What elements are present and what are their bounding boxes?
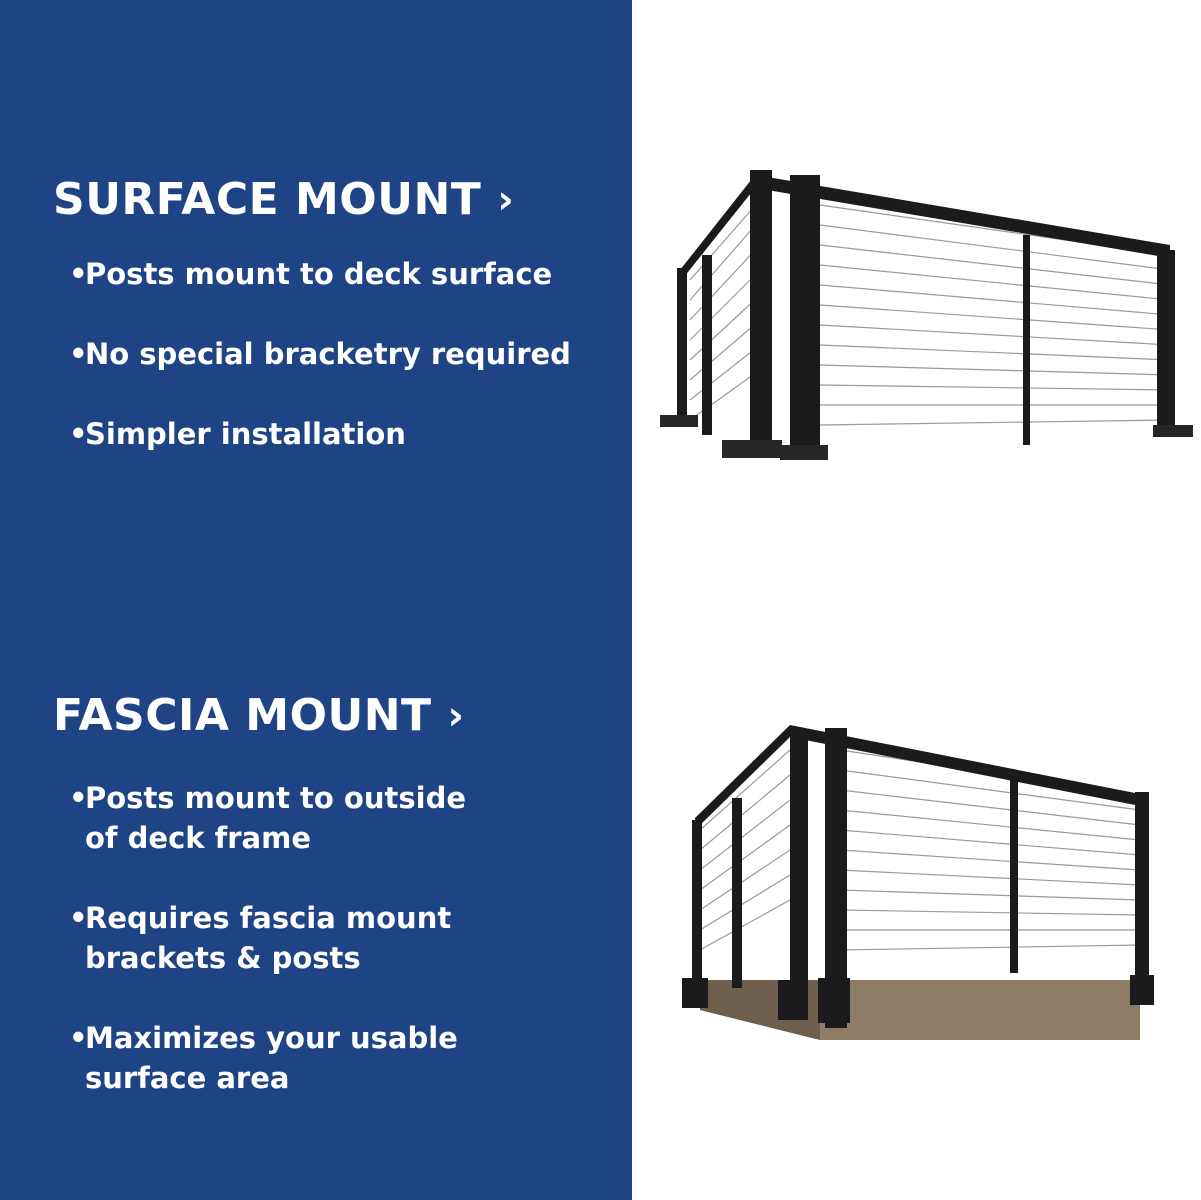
list-item: •Posts mount to outside of deck frame	[53, 778, 466, 858]
fascia-mount-bullets: •Posts mount to outside of deck frame •R…	[53, 778, 466, 1098]
bullet-text: Requires fascia mount brackets & posts	[85, 901, 452, 975]
fascia-mount-railing-icon	[682, 725, 1154, 1040]
list-item: •Simpler installation	[53, 414, 571, 454]
surface-mount-section: SURFACE MOUNT › •Posts mount to deck sur…	[53, 172, 571, 494]
bullet-text: Simpler installation	[85, 417, 406, 451]
surface-mount-heading[interactable]: SURFACE MOUNT ›	[53, 172, 571, 228]
bullet-icon: •	[69, 781, 88, 815]
fascia-mount-section: FASCIA MOUNT › •Posts mount to outside o…	[53, 688, 466, 1138]
list-item: •No special bracketry required	[53, 334, 571, 374]
chevron-right-icon: ›	[497, 177, 515, 223]
bullet-icon: •	[69, 337, 88, 371]
bullet-text: Maximizes your usable surface area	[85, 1021, 458, 1095]
surface-mount-bullets: •Posts mount to deck surface •No special…	[53, 254, 571, 454]
chevron-right-icon: ›	[447, 693, 465, 739]
fascia-mount-heading[interactable]: FASCIA MOUNT ›	[53, 688, 466, 744]
list-item: •Posts mount to deck surface	[53, 254, 571, 294]
bullet-icon: •	[69, 901, 88, 935]
bullet-text: No special bracketry required	[85, 337, 571, 371]
fascia-mount-title: FASCIA MOUNT	[53, 690, 432, 741]
list-item: •Maximizes your usable surface area	[53, 1018, 466, 1098]
surface-mount-title: SURFACE MOUNT	[53, 174, 482, 225]
bullet-icon: •	[69, 417, 88, 451]
bullet-text: Posts mount to deck surface	[85, 257, 553, 291]
list-item: •Requires fascia mount brackets & posts	[53, 898, 466, 978]
bullet-icon: •	[69, 1021, 88, 1055]
bullet-icon: •	[69, 257, 88, 291]
bullet-text: Posts mount to outside of deck frame	[85, 781, 466, 855]
left-panel: SURFACE MOUNT › •Posts mount to deck sur…	[0, 0, 632, 1200]
surface-mount-railing-icon	[660, 170, 1193, 460]
